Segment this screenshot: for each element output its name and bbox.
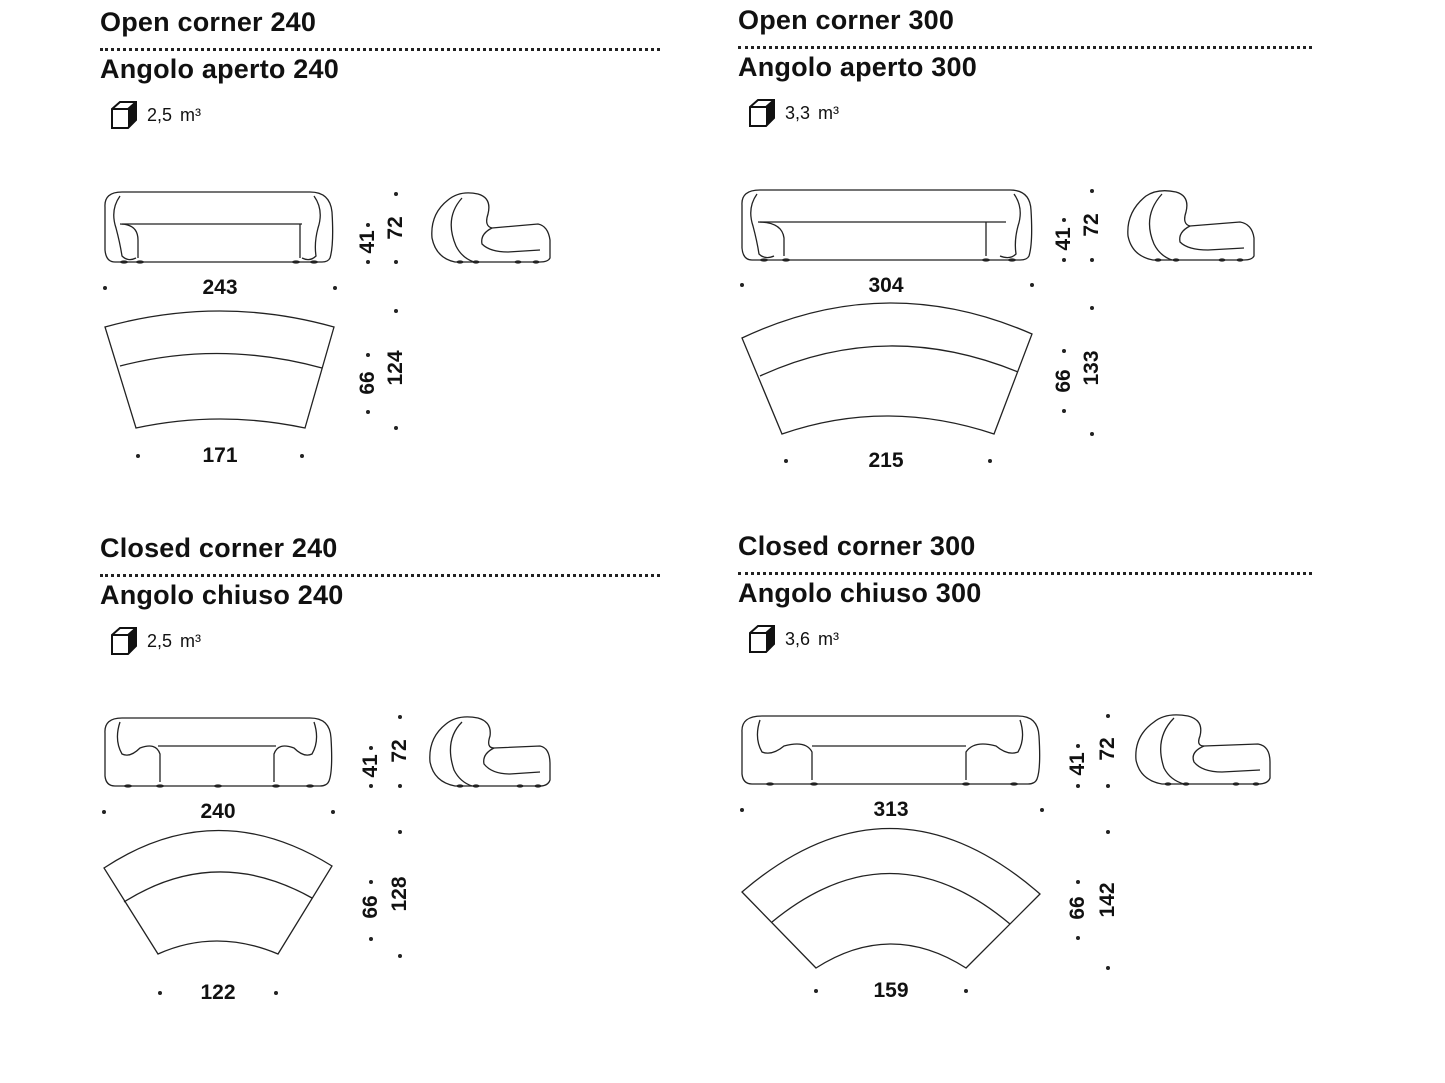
top-inner-width-label: 159	[873, 979, 909, 1002]
volume-info: 2,5 m³	[110, 626, 201, 656]
seat-height-label: 41	[1066, 752, 1089, 776]
title-it: Angolo aperto 240	[100, 54, 339, 84]
front-view-feet	[120, 260, 318, 264]
top-inner-width-label: 215	[868, 449, 904, 472]
title-en: Open corner 240	[100, 7, 317, 37]
side-view-drawing	[1135, 714, 1271, 785]
sofa-width-label: 243	[202, 276, 238, 299]
front-view-drawing	[741, 189, 1033, 261]
title-it: Angolo chiuso 300	[738, 578, 982, 608]
top-seat-depth-label: 66	[356, 371, 379, 395]
side-view-drawing	[431, 192, 551, 263]
sofa-width-label: 240	[200, 800, 236, 823]
panel-closed-corner-240: Closed corner 240 Angolo chiuso 240 2,5 …	[100, 526, 675, 1036]
volume-value: 3,6	[785, 628, 811, 649]
cube-icon	[111, 101, 137, 129]
side-view-feet	[1164, 782, 1260, 786]
seat-height-label: 41	[359, 754, 382, 778]
volume-info: 2,5 m³	[110, 100, 201, 130]
dimension-dots	[740, 189, 1094, 463]
front-view-feet	[766, 782, 1018, 786]
dotted-divider	[100, 574, 660, 577]
volume-value: 2,5	[147, 630, 173, 651]
dimension-dots	[740, 714, 1110, 993]
top-total-depth-label: 142	[1096, 882, 1119, 918]
top-seat-depth-label: 66	[1052, 369, 1075, 393]
title-en: Closed corner 240	[100, 533, 338, 563]
top-view-drawing	[741, 302, 1033, 435]
title-it: Angolo chiuso 240	[100, 580, 344, 610]
top-seat-depth-label: 66	[1066, 896, 1089, 920]
volume-value: 2,5	[147, 104, 173, 125]
top-total-depth-label: 133	[1080, 350, 1103, 386]
top-view-drawing	[741, 827, 1041, 969]
side-view-drawing	[1127, 190, 1255, 261]
volume-value: 3,3	[785, 102, 811, 123]
panel-open-corner-240: Open corner 240 Angolo aperto 240 2,5 m³	[100, 0, 675, 510]
title-en: Closed corner 300	[738, 531, 976, 561]
dimension-dots	[103, 192, 398, 458]
dimension-dots	[102, 715, 402, 995]
volume-unit: m³	[180, 104, 202, 125]
side-view-feet	[456, 260, 540, 264]
panel-closed-corner-300: Closed corner 300 Angolo chiuso 300 3,6 …	[738, 524, 1313, 1034]
volume-info: 3,6 m³	[748, 624, 839, 654]
title-it: Angolo aperto 300	[738, 52, 977, 82]
sofa-drawings	[740, 714, 1271, 993]
top-inner-width-label: 122	[200, 981, 236, 1004]
front-view-feet	[124, 784, 314, 788]
seat-height-label: 41	[356, 230, 379, 254]
total-height-label: 72	[388, 739, 411, 763]
dotted-divider	[738, 572, 1312, 575]
volume-info: 3,3 m³	[748, 98, 839, 128]
sofa-width-label: 304	[868, 274, 904, 297]
cube-icon	[111, 627, 137, 655]
seat-height-label: 41	[1052, 227, 1075, 251]
dotted-divider	[738, 46, 1312, 49]
top-inner-width-label: 171	[202, 444, 238, 467]
side-view-drawing	[429, 716, 551, 787]
sofa-width-label: 313	[873, 798, 909, 821]
side-view-feet	[1154, 258, 1244, 262]
top-seat-depth-label: 66	[359, 895, 382, 919]
cube-icon	[749, 625, 775, 653]
sofa-drawings	[102, 715, 551, 995]
cube-icon	[749, 99, 775, 127]
top-view-drawing	[103, 829, 333, 955]
top-view-drawing	[104, 310, 335, 429]
total-height-label: 72	[1080, 213, 1103, 237]
dotted-divider	[100, 48, 660, 51]
top-total-depth-label: 124	[384, 350, 407, 386]
volume-unit: m³	[180, 630, 202, 651]
front-view-drawing	[104, 717, 333, 787]
panel-open-corner-300: Open corner 300 Angolo aperto 300 3,3 m³	[738, 0, 1313, 508]
front-view-drawing	[104, 191, 334, 263]
side-view-feet	[456, 784, 542, 788]
title-en: Open corner 300	[738, 5, 955, 35]
total-height-label: 72	[1096, 737, 1119, 761]
volume-unit: m³	[818, 102, 840, 123]
front-view-drawing	[741, 715, 1041, 785]
sofa-drawings	[103, 191, 551, 458]
front-view-feet	[760, 258, 1016, 262]
sofa-drawings	[740, 189, 1255, 463]
total-height-label: 72	[384, 216, 407, 240]
top-total-depth-label: 128	[388, 876, 411, 912]
volume-unit: m³	[818, 628, 840, 649]
